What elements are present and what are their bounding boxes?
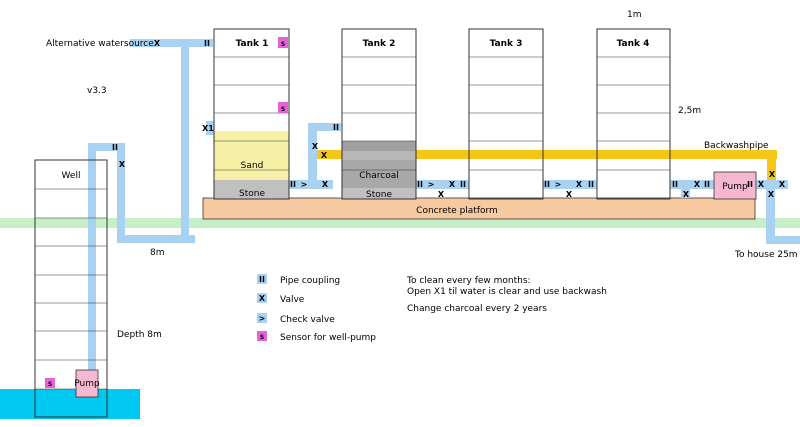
coupling-pump-in: II bbox=[704, 180, 710, 189]
valve-pump-out: X bbox=[758, 180, 765, 189]
ground-strip bbox=[0, 218, 800, 228]
svg-text:II: II bbox=[259, 275, 265, 284]
concrete-platform bbox=[202, 197, 756, 220]
valve-t2-out: X bbox=[449, 180, 456, 189]
valve-house: X bbox=[779, 180, 786, 189]
tank-2-charcoal-label: Charcoal bbox=[359, 171, 398, 181]
coupling-t3-out: II bbox=[544, 180, 550, 189]
valve-t4-out: X bbox=[694, 180, 701, 189]
alt-source-label: Alternative watersource bbox=[46, 39, 154, 49]
tank-1-sand-label: Sand bbox=[241, 161, 264, 171]
sensor-tank1-top: S bbox=[278, 37, 288, 48]
valve-backwash-t2: X bbox=[321, 151, 328, 160]
valve-backwash-end: X bbox=[769, 170, 776, 179]
blue-pipes bbox=[88, 39, 800, 397]
note-line-2: Open X1 til water is clear and use backw… bbox=[407, 287, 607, 297]
house-pump bbox=[713, 171, 757, 200]
valve-alt-source: X bbox=[154, 39, 161, 48]
tank-3-title: Tank 3 bbox=[490, 39, 523, 49]
coupling-t3-in: II bbox=[460, 180, 466, 189]
well-label: Well bbox=[62, 171, 81, 181]
check-t2-out: > bbox=[428, 180, 435, 189]
backwash-pipe bbox=[317, 150, 777, 180]
svg-text:S: S bbox=[48, 381, 52, 388]
maintenance-notes: To clean every few months: Open X1 til w… bbox=[406, 276, 607, 314]
check-t3-out: > bbox=[555, 180, 562, 189]
sensor-tank1-mid: S bbox=[278, 102, 288, 113]
check-t1-out: > bbox=[301, 180, 308, 189]
note-line-1: To clean every few months: bbox=[406, 276, 531, 286]
tank-2-title: Tank 2 bbox=[363, 39, 396, 49]
height-2-5m-label: 2,5m bbox=[678, 106, 701, 116]
depth-label: Depth 8m bbox=[117, 330, 162, 340]
tank-2: Tank 2 Charcoal Stone bbox=[341, 28, 417, 200]
legend-coupling: Pipe coupling bbox=[280, 276, 340, 286]
tank-1: Tank 1 Sand Stone bbox=[213, 28, 290, 200]
svg-text:X: X bbox=[259, 294, 266, 303]
valve-t3-drain: X bbox=[566, 190, 573, 199]
coupling-t1-out: II bbox=[290, 180, 296, 189]
valve-t2-riser: X bbox=[312, 142, 319, 151]
backwash-label: Backwashpipe bbox=[704, 141, 769, 151]
scale-1m-label: 1m bbox=[627, 10, 642, 20]
coupling-t2-in: II bbox=[333, 123, 339, 132]
tank-4: Tank 4 bbox=[596, 28, 671, 200]
legend-valve: Valve bbox=[280, 295, 305, 305]
valve-t2-drain: X bbox=[438, 190, 445, 199]
well-water bbox=[0, 389, 140, 419]
to-house-label: To house 25m bbox=[734, 250, 798, 260]
sensor-well: S bbox=[45, 378, 55, 388]
version-label: v3.3 bbox=[87, 86, 107, 96]
pipe-symbols: X II X1 II X II > X X II X II > X II X I… bbox=[112, 39, 786, 199]
coupling-t4-out: II bbox=[672, 180, 678, 189]
tank-1-stone-label: Stone bbox=[239, 189, 265, 199]
well: Well bbox=[34, 159, 108, 418]
valve-t1-out: X bbox=[322, 180, 329, 189]
svg-text:>: > bbox=[259, 314, 266, 323]
tank-4-title: Tank 4 bbox=[617, 39, 650, 49]
house-pump-label: Pump bbox=[722, 182, 748, 192]
legend: II Pipe coupling X Valve > Check valve S… bbox=[257, 274, 376, 343]
coupling-t2-out: II bbox=[417, 180, 423, 189]
valve-t3-out: X bbox=[576, 180, 583, 189]
legend-check: Check valve bbox=[280, 315, 335, 325]
legend-sensor: Sensor for well-pump bbox=[280, 333, 376, 343]
platform-label: Concrete platform bbox=[416, 206, 498, 216]
well-pump bbox=[75, 369, 99, 398]
coupling-well-top: II bbox=[112, 143, 118, 152]
svg-text:S: S bbox=[281, 106, 285, 113]
well-pump-label: Pump bbox=[74, 379, 100, 389]
valve-well-pipe: X bbox=[119, 160, 126, 169]
svg-text:S: S bbox=[260, 334, 264, 341]
tank-3: Tank 3 bbox=[468, 28, 544, 200]
tank-1-title: Tank 1 bbox=[236, 39, 269, 49]
valve-x1: X1 bbox=[202, 124, 214, 133]
valve-house-riser: X bbox=[768, 190, 775, 199]
coupling-alt-source: II bbox=[204, 39, 210, 48]
pipe-length-label: 8m bbox=[150, 248, 165, 258]
svg-text:S: S bbox=[281, 41, 285, 48]
valve-t4-drain: X bbox=[683, 190, 690, 199]
note-line-3: Change charcoal every 2 years bbox=[407, 304, 547, 314]
coupling-t4-in: II bbox=[588, 180, 594, 189]
tank-2-stone-label: Stone bbox=[366, 190, 392, 200]
coupling-pump-out: II bbox=[747, 180, 753, 189]
